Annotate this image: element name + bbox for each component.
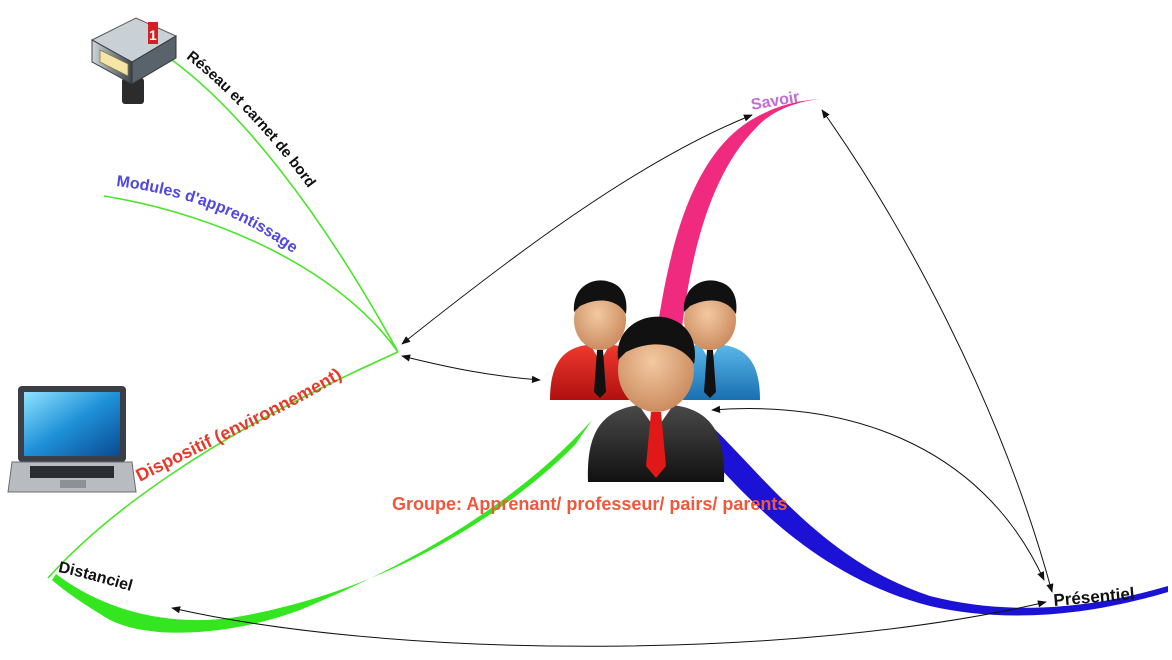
- arrow-dispositif-savoir: [401, 114, 753, 345]
- reseau-branch-line: [171, 59, 399, 353]
- group-label: Groupe: Apprenant/ professeur/ pairs/ pa…: [392, 494, 787, 514]
- savoir-branch: [655, 99, 822, 345]
- arrow-savoir-presentiel: [821, 109, 1054, 593]
- presentiel-label: Présentiel: [1053, 584, 1136, 610]
- dispositif-label: Dispositif (environnement): [133, 364, 345, 486]
- arrow-dispositif-group: [401, 354, 541, 383]
- arrow-distanciel-presentiel: [171, 600, 1047, 647]
- mailbox-icon: 1: [90, 17, 178, 104]
- modules-branch-line: [103, 195, 399, 353]
- modules-label: Modules d'apprentissage: [115, 173, 300, 257]
- svg-text:1: 1: [149, 27, 157, 43]
- arrow-group-presentiel: [711, 405, 1045, 581]
- reseau-label: Réseau et carnet de bord: [183, 48, 318, 191]
- dispositif-branch-line: [47, 351, 399, 579]
- distanciel-branch: [52, 420, 592, 633]
- group-of-people-icon: [550, 280, 760, 482]
- laptop-icon: [7, 386, 137, 493]
- presentiel-branch: [690, 415, 1168, 616]
